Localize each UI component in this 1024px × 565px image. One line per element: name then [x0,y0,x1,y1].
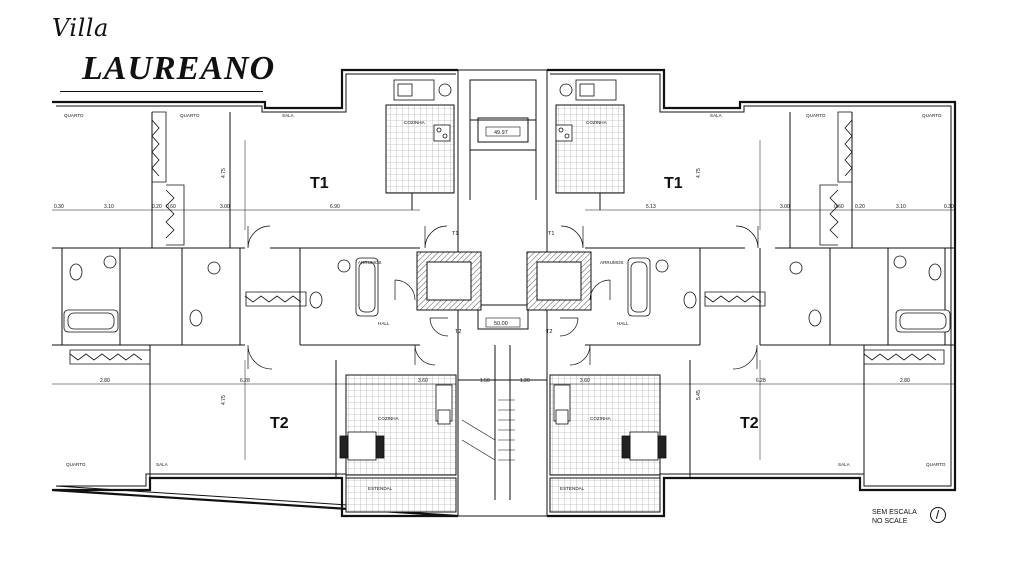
lift-top-value: 49.97 [494,130,508,136]
wardrobes [69,111,945,365]
unit-labels: T1 T1 T2 T2 [270,175,759,432]
room-quarto-bl: QUARTO [66,462,86,467]
dimension-labels: 0.30 3.10 0.20 0.60 3.00 6.90 5.13 3.00 … [54,168,954,405]
kitchen-top-left [385,104,455,194]
dim-top-left-5: 6.90 [330,204,340,210]
stair-treads [461,399,515,461]
inner-walls [52,73,955,513]
room-quarto-br: QUARTO [926,462,946,467]
dim-top-right-4: 3.10 [896,204,906,210]
room-cozinha-br: COZINHA [590,416,612,421]
scale-note-line1: SEM ESCALA [872,509,917,516]
brand-name: LAUREANO [82,50,276,87]
dim-core-0: 1.50 [480,378,490,384]
dim-top-right-5: 0.30 [944,204,954,210]
dim-bottom-left-2: 3.60 [418,378,428,384]
estendal-left [345,477,457,513]
core-t1-right: T1 [548,231,554,237]
estendal-right [549,477,661,513]
unit-label-t1-left: T1 [310,175,329,192]
unit-label-t1-right: T1 [664,175,683,192]
lift-shafts [416,251,592,311]
scale-note: SEM ESCALA NO SCALE [872,508,917,526]
dim-top-left-0: 0.30 [54,204,64,210]
room-arrumos-l: ARRUMOS [358,260,381,265]
room-quarto-tr2: QUARTO [922,113,942,118]
room-cozinha-bl: COZINHA [378,416,400,421]
dim-top-left-2: 0.20 [152,204,162,210]
dim-top-left-3: 0.60 [166,204,176,210]
kitchen-fittings [339,79,667,461]
north-arrow-icon [930,507,946,523]
dim-bottom-left-1: 6.28 [240,378,250,384]
dim-bottom-left-0: 2.80 [100,378,110,384]
room-labels: QUARTO QUARTO SALA COZINHA COZINHA SALA … [64,113,946,491]
dim-top-right-3: 0.20 [855,204,865,210]
room-sala-tl: SALA [282,113,295,118]
lift-bottom-value: 50.00 [494,321,508,327]
core-labels: 49.97 50.00 T1 T1 T2 T2 [452,126,554,335]
room-hall-l: HALL [378,321,390,326]
room-quarto-tl2: QUARTO [180,113,200,118]
dim-vert-left-0: 4.75 [221,168,227,178]
dimension-lines [52,140,955,460]
scale-note-line2: NO SCALE [872,518,908,525]
core-t2-right: T2 [546,329,552,335]
dim-top-right-2: 0.60 [834,204,844,210]
room-sala-tr: SALA [710,113,723,118]
brand-villa: Villa [52,14,109,42]
room-sala-br: SALA [838,462,851,467]
dim-core-1: 1.20 [520,378,530,384]
room-hall-r: HALL [617,321,629,326]
unit-label-t2-left: T2 [270,415,289,432]
dim-bottom-right-0: 3.60 [580,378,590,384]
dim-bottom-right-1: 6.28 [756,378,766,384]
bathroom-fixtures [63,255,951,333]
dim-vert-right-0: 4.75 [696,168,702,178]
room-cozinha-tr: COZINHA [586,120,608,125]
dim-top-right-0: 5.13 [646,204,656,210]
room-sala-bl: SALA [156,462,169,467]
building-outline [51,68,957,518]
room-cozinha-tl: COZINHA [404,120,426,125]
door-swings [247,225,759,370]
unit-label-t2-right: T2 [740,415,759,432]
dim-bottom-right-2: 2.80 [900,378,910,384]
dim-top-right-1: 3.00 [780,204,790,210]
brand-underline [60,91,263,92]
room-quarto-tr: QUARTO [806,113,826,118]
kitchen-top-right [555,104,625,194]
room-arrumos-r: ARRUMOS [600,260,623,265]
dim-top-left-4: 3.00 [220,204,230,210]
room-estendal-r: ESTENDAL [560,486,585,491]
dim-top-left-1: 3.10 [104,204,114,210]
room-quarto-tl: QUARTO [64,113,84,118]
core-t2-left: T2 [455,329,461,335]
room-estendal-l: ESTENDAL [368,486,393,491]
core-t1-left: T1 [452,231,458,237]
dim-vert-left-1: 4.75 [221,395,227,405]
dim-vert-right-1: 5.45 [696,390,702,400]
